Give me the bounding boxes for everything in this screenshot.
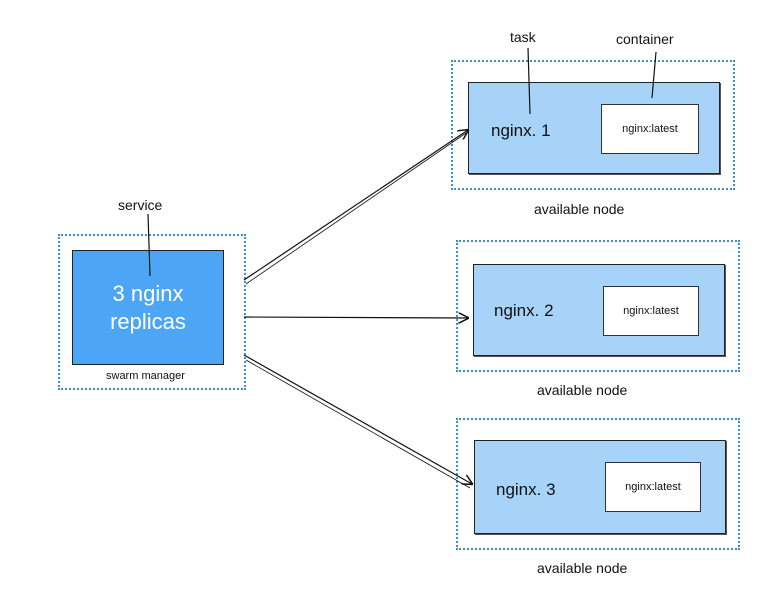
arrow-to-node-2 [243,317,468,318]
container-box-3: nginx:latest [605,462,701,512]
task-label: task [510,29,536,45]
task-label-1: nginx. 1 [491,121,551,140]
arrow-to-node-3-sketch [245,359,471,489]
container-pointer-line [651,51,657,99]
arrow-to-node-3 [243,354,472,484]
container-label: container [616,31,674,47]
node-caption-2: available node [537,382,628,398]
available-node-3 [456,418,740,550]
node-caption-1: available node [534,201,625,217]
container-box-2: nginx:latest [603,286,699,336]
swarm-manager-node [58,234,246,390]
service-label: service [118,197,163,213]
task-pointer-line [527,47,531,115]
service-line-1: 3 nginx [112,280,184,306]
available-node-2 [456,240,740,372]
swarm-manager-caption: swarm manager [106,370,185,382]
task-label-3: nginx. 3 [496,480,556,499]
task-box-3 [474,440,726,534]
service-box: 3 nginx replicas [72,250,224,365]
service-pointer-line [147,213,151,277]
available-node-1 [451,60,735,190]
task-label-2: nginx. 2 [494,301,554,320]
service-line-2: replicas [110,308,186,334]
node-caption-3: available node [537,560,628,576]
container-box-1: nginx:latest [601,104,699,154]
arrow-to-node-1-sketch [245,132,467,285]
arrow-to-node-1 [243,130,468,281]
